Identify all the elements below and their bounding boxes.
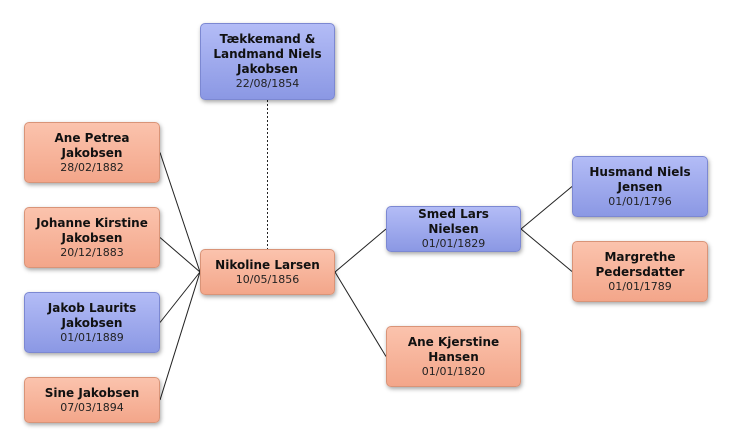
person-name: Margrethe Pedersdatter	[595, 249, 685, 279]
person-name: Jakob Laurits Jakobsen	[47, 300, 137, 330]
person-name: Smed Lars Nielsen	[418, 207, 489, 236]
link-ane-petrea-nikoline	[159, 152, 201, 273]
person-date: 28/02/1882	[60, 160, 124, 174]
person-name: Husmand Niels Jensen	[589, 164, 691, 194]
link-johanne-kirstine-nikoline	[159, 237, 201, 273]
person-date: 01/01/1889	[60, 330, 124, 344]
link-nikoline-lars-nielsen	[334, 228, 387, 273]
link-nikoline-ane-kjerstine	[334, 271, 387, 357]
person-name: Ane Petrea Jakobsen	[54, 130, 130, 160]
person-name: Johanne Kirstine Jakobsen	[36, 215, 148, 245]
person-name: Sine Jakobsen	[44, 385, 140, 400]
person-date: 01/01/1789	[608, 279, 672, 293]
person-date: 01/01/1820	[421, 364, 486, 378]
link-lars-nielsen-husmand-niels	[520, 186, 573, 230]
person-name: Ane Kjerstine Hansen	[407, 334, 500, 364]
link-lars-nielsen-margrethe	[520, 228, 573, 272]
person-date: 20/12/1883	[60, 245, 124, 259]
person-date: 01/01/1829	[421, 237, 486, 250]
link-sine-nikoline	[159, 271, 201, 401]
person-name: Tækkemand & Landmand Niels Jakobsen	[213, 32, 322, 76]
link-jakob-laurits-nikoline	[159, 271, 201, 323]
person-date: 01/01/1796	[608, 194, 672, 208]
person-date: 10/05/1856	[235, 272, 300, 286]
person-date: 07/03/1894	[60, 400, 124, 414]
person-name: Nikoline Larsen	[215, 257, 320, 272]
person-date: 22/08/1854	[235, 77, 300, 90]
